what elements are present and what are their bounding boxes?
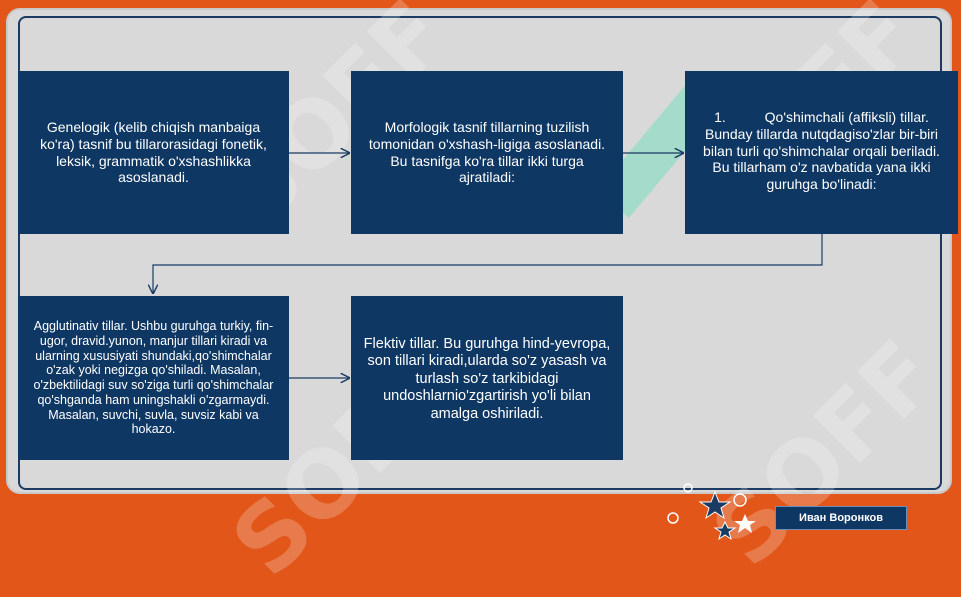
box-morphological-classification: Morfologik tasnif tillarning tuzilish to… xyxy=(351,71,623,234)
box-genealogical-classification: Genelogik (kelib chiqish manbaiga ko'ra)… xyxy=(18,71,289,234)
slide-inner-border xyxy=(18,16,942,490)
box-flective-languages: Flektiv tillar. Bu guruhga hind-yevropa,… xyxy=(351,296,623,460)
stars-decoration-icon xyxy=(667,483,756,540)
arrow-affixal-to-agglutinative xyxy=(153,234,823,293)
author-badge: Иван Воронков xyxy=(775,506,907,530)
box-agglutinative-languages: Agglutinativ tillar. Ushbu guruhga turki… xyxy=(18,296,289,460)
box-affixal-languages: 1. Qo'shimchali (affiksli) tillar. Bunda… xyxy=(685,71,958,234)
connector-arrows xyxy=(0,0,823,540)
